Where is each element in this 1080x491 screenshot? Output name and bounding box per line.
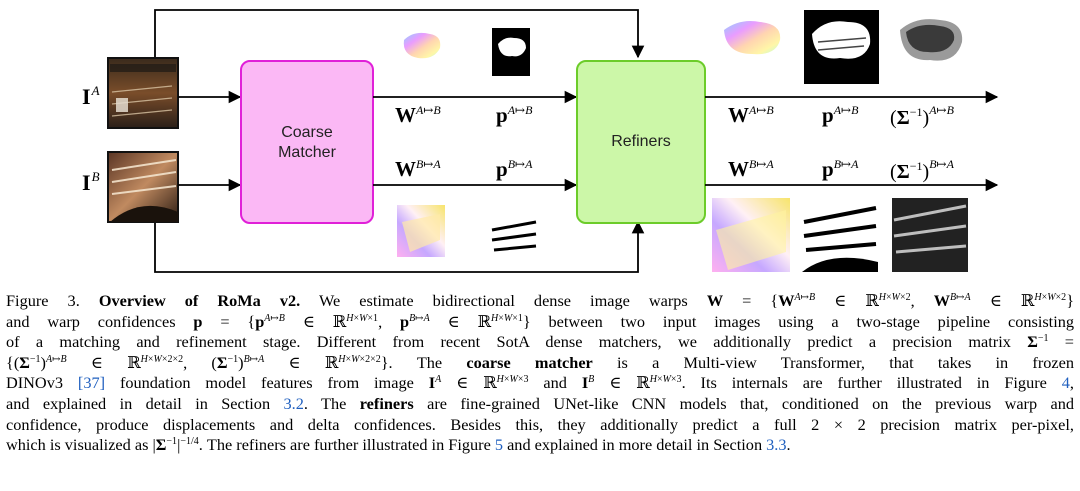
refined-confidence-ba-label: pB↦A (822, 157, 859, 181)
section-3-2-link[interactable]: 3.2 (283, 393, 304, 413)
caption-line-3: of a matching and refinement stage. Diff… (6, 332, 1074, 352)
caption-line-5: DINOv3 [37] foundation model features fr… (6, 373, 1074, 393)
coarse-warp-ba-thumbnail (397, 205, 445, 257)
refined-warp-ba-label: WB↦A (728, 157, 774, 181)
citation-37[interactable]: [37] (77, 373, 106, 393)
refined-precision-ab-label: (Σ−1)A↦B (890, 103, 955, 129)
figure-number: Figure 3. (6, 291, 80, 310)
coarse-warp-ba-label: WB↦A (395, 157, 441, 181)
coarse-matcher-label-line1: Coarse (281, 124, 333, 141)
coarse-warp-ab-thumbnail (403, 32, 441, 59)
bypass-bottom-connector (154, 220, 645, 273)
coarse-confidence-ba-label: pB↦A (496, 157, 533, 181)
refiners-box (576, 60, 706, 224)
refined-precision-ab-thumbnail (900, 19, 963, 61)
section-3-3-link[interactable]: 3.3 (766, 435, 787, 455)
refined-warp-ab-label: WA↦B (728, 103, 774, 127)
caption-line-4: {(Σ−1)A↦B ∈ ℝH×W×2×2, (Σ−1)B↦A ∈ ℝH×W×2×… (6, 352, 1074, 372)
caption-line-6: and explained in detail in Section 3.2. … (6, 393, 1075, 413)
caption-line-7: confidence, produce displacements and de… (6, 414, 1074, 434)
figure-diagram: IA IB Coarse Matcher WA↦B pA↦B WB↦A pB↦A… (82, 9, 999, 273)
refined-precision-ba-label: (Σ−1)B↦A (890, 157, 955, 183)
refined-confidence-ba-thumbnail (802, 198, 878, 272)
coarse-confidence-ab-label: pA↦B (496, 103, 533, 127)
coarse-warp-ab-label: WA↦B (395, 103, 441, 127)
refined-warp-ab-thumbnail (724, 21, 781, 55)
refiners-label: Refiners (611, 133, 671, 150)
coarse-confidence-ab-thumbnail (492, 28, 530, 76)
caption-line-2: and warp confidences p = {pA↦B ∈ ℝH×W×1,… (6, 311, 1075, 331)
caption-line-1: Figure 3. Overview of RoMa v2. We estima… (6, 291, 1075, 310)
bypass-top-connector (154, 9, 645, 59)
figure-title: Overview of RoMa v2. (98, 291, 301, 310)
image-b-label: IB (82, 169, 100, 195)
input-image-a (107, 57, 179, 129)
coarse-confidence-ba-thumbnail (490, 210, 538, 258)
coarse-matcher-box (240, 60, 374, 224)
refined-confidence-ab-label: pA↦B (822, 103, 859, 127)
refined-confidence-ab-thumbnail (804, 10, 879, 84)
image-a-label: IA (82, 83, 100, 109)
refined-precision-ba-thumbnail (892, 198, 968, 272)
figure-caption: Figure 3. Overview of RoMa v2. We estima… (6, 291, 1074, 456)
figure-4-link[interactable]: 4 (1061, 373, 1070, 393)
input-image-b (107, 151, 179, 223)
refined-warp-ba-thumbnail (712, 198, 790, 272)
coarse-matcher-label-line2: Matcher (278, 144, 336, 161)
figure-5-link[interactable]: 5 (494, 435, 504, 455)
caption-line-8: which is visualized as |Σ−1|−1/4. The re… (6, 435, 791, 455)
